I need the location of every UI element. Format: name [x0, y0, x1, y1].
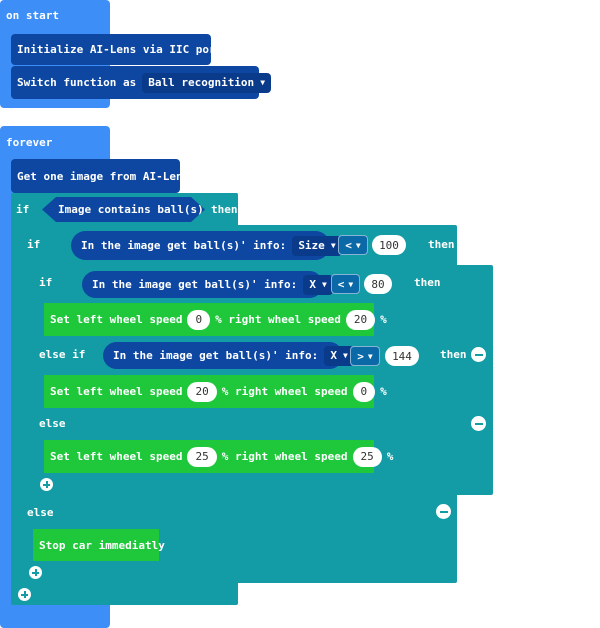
percent-label: % — [380, 313, 387, 326]
size-operator-value: < — [345, 238, 352, 252]
size-field-value: Size — [298, 239, 325, 252]
left-speed-label: Set left wheel speed — [50, 450, 183, 463]
chevron-down-icon: ▼ — [348, 279, 354, 289]
minus-icon — [474, 353, 483, 356]
add-branch-plus-icon[interactable] — [29, 566, 42, 579]
then-keyword: then — [414, 276, 441, 289]
right-speed-label: % right wheel speed — [221, 385, 348, 398]
then-keyword: then — [428, 238, 455, 251]
x-greater-field-dropdown[interactable]: X ▼ — [324, 345, 354, 366]
size-reporter-label: In the image get ball(s)' info: — [81, 239, 287, 252]
x-greater-operator-dropdown[interactable]: > ▼ — [350, 346, 380, 366]
else-keyword: else — [27, 506, 54, 519]
on-start-label: on start — [6, 9, 59, 22]
chevron-down-icon: ▼ — [367, 351, 373, 361]
percent-label: % — [380, 385, 387, 398]
x-greater-reporter-label: In the image get ball(s)' info: — [113, 349, 319, 362]
x-greater-value-input[interactable]: 144 — [385, 346, 419, 366]
right-speed-label: % right wheel speed — [215, 313, 341, 326]
then-keyword: then — [440, 348, 467, 361]
stop-car-label: Stop car immediatly — [39, 538, 165, 552]
remove-else-button[interactable] — [471, 416, 486, 431]
minus-icon — [439, 510, 448, 513]
x-greater-operator-value: > — [357, 349, 364, 363]
function-dropdown[interactable]: Ball recognition ▼ — [142, 72, 272, 93]
chevron-down-icon: ▼ — [355, 240, 361, 250]
if-keyword: if — [16, 203, 30, 216]
x-field-value: X — [309, 278, 316, 291]
left-speed-input[interactable]: 20 — [187, 381, 217, 402]
size-field-dropdown[interactable]: Size ▼ — [292, 235, 342, 256]
size-compare-reporter[interactable]: In the image get ball(s)' info: Size ▼ — [71, 231, 342, 260]
init-ai-lens-block[interactable]: Initialize AI-Lens via IIC port — [11, 34, 222, 65]
x-compare-reporter[interactable]: In the image get ball(s)' info: X ▼ — [82, 271, 333, 298]
forever-label: forever — [6, 136, 53, 149]
right-speed-input[interactable]: 0 — [352, 381, 376, 402]
if-keyword: if — [39, 276, 53, 289]
size-value-input[interactable]: 100 — [372, 235, 406, 255]
add-branch-plus-icon[interactable] — [18, 588, 31, 601]
right-speed-input[interactable]: 20 — [345, 309, 376, 330]
stop-car-block[interactable]: Stop car immediatly — [33, 529, 165, 561]
init-ai-lens-label: Initialize AI-Lens via IIC port — [17, 43, 223, 56]
switch-function-label: Switch function as — [17, 76, 137, 89]
right-speed-label: % right wheel speed — [221, 450, 348, 463]
remove-else-if-button[interactable] — [471, 347, 486, 362]
percent-label: % — [386, 450, 394, 463]
left-speed-label: Set left wheel speed — [50, 313, 183, 326]
ball-present-condition[interactable]: Image contains ball(s) — [42, 197, 205, 222]
left-speed-input[interactable]: 25 — [187, 446, 217, 467]
right-speed-input[interactable]: 25 — [352, 446, 382, 467]
x-greater-reporter[interactable]: In the image get ball(s)' info: X ▼ — [103, 342, 354, 369]
chevron-down-icon: ▼ — [342, 351, 348, 360]
x-operator-value: < — [337, 277, 345, 291]
get-image-block[interactable]: Get one image from AI-Lens — [11, 159, 189, 193]
size-operator-dropdown[interactable]: < ▼ — [338, 235, 368, 255]
x-operator-dropdown[interactable]: < ▼ — [331, 274, 360, 294]
chevron-down-icon: ▼ — [260, 78, 266, 87]
function-dropdown-value: Ball recognition — [148, 76, 255, 89]
minus-icon — [474, 422, 483, 425]
remove-else-button[interactable] — [436, 504, 451, 519]
ball-present-label: Image contains ball(s) — [58, 203, 204, 216]
x-field-dropdown[interactable]: X ▼ — [303, 274, 333, 295]
then-keyword: then — [211, 203, 238, 216]
x-greater-field-value: X — [330, 349, 337, 362]
chevron-down-icon: ▼ — [330, 241, 336, 250]
left-speed-label: Set left wheel speed — [50, 385, 183, 398]
if-keyword: if — [27, 238, 41, 251]
set-wheel-speed-block[interactable]: Set left wheel speed 25 % right wheel sp… — [44, 440, 393, 473]
set-wheel-speed-block[interactable]: Set left wheel speed 0 % right wheel spe… — [44, 303, 387, 336]
switch-function-block[interactable]: Switch function as Ball recognition ▼ — [11, 66, 272, 99]
else-if-keyword: else if — [39, 348, 86, 361]
set-wheel-speed-block[interactable]: Set left wheel speed 20 % right wheel sp… — [44, 375, 387, 408]
x-value-input[interactable]: 80 — [364, 274, 392, 294]
left-speed-input[interactable]: 0 — [187, 309, 211, 330]
add-branch-plus-icon[interactable] — [40, 478, 53, 491]
x-reporter-label: In the image get ball(s)' info: — [92, 278, 298, 291]
get-image-label: Get one image from AI-Lens — [17, 169, 190, 183]
chevron-down-icon: ▼ — [321, 280, 327, 289]
else-keyword: else — [39, 417, 66, 430]
